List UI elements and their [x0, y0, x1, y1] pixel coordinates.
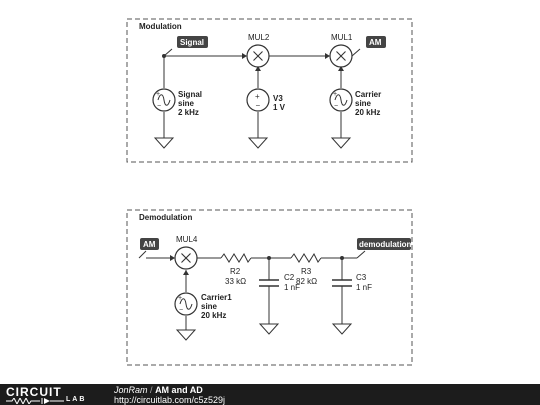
- arrow-head: [183, 270, 189, 275]
- am-input-flag-label: AM: [143, 240, 156, 249]
- circuit-byline: JonRam / AM and AD: [114, 385, 203, 395]
- carrier1-source-value: 20 kHz: [201, 311, 226, 320]
- footer-bar: CIRCUIT LAB JonRam / AM and AD http://ci…: [0, 384, 540, 405]
- am-output-flag-label: AM: [369, 38, 382, 47]
- r2-name: R2: [230, 267, 241, 276]
- signal-source-value: 2 kHz: [178, 108, 199, 117]
- ground-icon: [176, 319, 196, 341]
- logo-text-circuit: CIRCUIT: [6, 385, 62, 399]
- svg-text:+: +: [255, 92, 260, 101]
- arrow-head: [255, 66, 261, 71]
- demodulation-box: [126, 209, 413, 366]
- am-input-flag[interactable]: AM: [140, 238, 159, 250]
- demodulation-flag-label: demodulation: [359, 240, 412, 249]
- circuit-title[interactable]: AM and AD: [155, 385, 203, 395]
- arrow-head: [242, 53, 247, 59]
- signal-source-name: Signal: [178, 90, 202, 99]
- r3-resistor-icon[interactable]: [290, 252, 322, 263]
- carrier-sine-source-icon[interactable]: [329, 88, 353, 112]
- arrow-head: [338, 66, 344, 71]
- r2-resistor-icon[interactable]: [220, 252, 252, 263]
- modulation-section-label: Modulation: [139, 22, 182, 31]
- r2-value: 33 kΩ: [225, 277, 246, 286]
- c3-value: 1 nF: [356, 283, 372, 292]
- carrier-source-type: sine: [355, 99, 372, 108]
- mul4-multiplier-icon[interactable]: [174, 246, 198, 270]
- signal-flag-label: Signal: [180, 38, 204, 47]
- modulation-box: [126, 18, 413, 163]
- mul2-label: MUL2: [248, 33, 270, 42]
- circuit-url[interactable]: http://circuitlab.com/c5z529j: [114, 395, 226, 405]
- signal-source-type: sine: [178, 99, 195, 108]
- c3-capacitor-icon[interactable]: [332, 279, 352, 287]
- r3-name: R3: [301, 267, 312, 276]
- c3-name: C3: [356, 273, 367, 282]
- c2-name: C2: [284, 273, 295, 282]
- byline-separator: /: [150, 385, 153, 395]
- mul1-label: MUL1: [331, 33, 353, 42]
- logo-wave-icon: [6, 398, 64, 404]
- carrier1-source-name: Carrier1: [201, 293, 232, 302]
- demodulation-wires: [138, 250, 366, 320]
- demodulation-output-flag[interactable]: demodulation: [357, 238, 412, 250]
- svg-text:−: −: [256, 101, 261, 110]
- am-output-flag[interactable]: AM: [366, 36, 386, 48]
- mul1-multiplier-icon[interactable]: [329, 44, 353, 68]
- junction-dot: [267, 256, 271, 260]
- signal-net-flag[interactable]: Signal: [177, 36, 208, 48]
- ground-icon: [259, 313, 279, 335]
- arrow-head: [325, 53, 330, 59]
- carrier1-sine-source-icon[interactable]: [174, 292, 198, 316]
- mul4-label: MUL4: [176, 235, 198, 244]
- demodulation-section-label: Demodulation: [139, 213, 192, 222]
- c2-capacitor-icon[interactable]: [259, 279, 279, 287]
- signal-sine-source-icon[interactable]: [152, 88, 176, 112]
- carrier1-source-type: sine: [201, 302, 218, 311]
- schematic-canvas: + − Modulation Signal AM MUL2: [126, 18, 413, 366]
- r3-value: 82 kΩ: [296, 277, 317, 286]
- mul2-multiplier-icon[interactable]: [246, 44, 270, 68]
- logo-text-lab: LAB: [66, 396, 87, 403]
- ground-icon: [248, 127, 268, 149]
- v3-source-value: 1 V: [273, 103, 286, 112]
- junction-dot: [340, 256, 344, 260]
- ground-icon: [331, 127, 351, 149]
- v3-source-name: V3: [273, 94, 283, 103]
- ground-icon: [154, 127, 174, 149]
- v3-dc-source-icon[interactable]: + −: [246, 88, 270, 112]
- c2-value: 1 nF: [284, 283, 300, 292]
- junction-dot: [162, 54, 166, 58]
- arrow-head: [170, 255, 175, 261]
- carrier-source-value: 20 kHz: [355, 108, 380, 117]
- carrier-source-name: Carrier: [355, 90, 381, 99]
- ground-icon: [332, 313, 352, 335]
- circuitlab-logo[interactable]: CIRCUIT LAB: [4, 384, 104, 405]
- author-name[interactable]: JonRam: [114, 385, 148, 395]
